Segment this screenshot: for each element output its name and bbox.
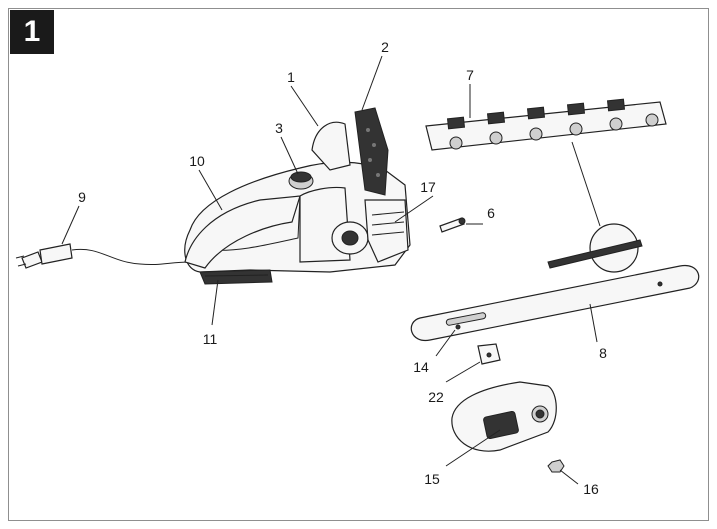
callout-9: 9 xyxy=(78,189,86,205)
figure-number-badge: 1 xyxy=(10,10,54,54)
callout-2: 2 xyxy=(381,39,389,55)
adjusting-pin xyxy=(439,217,466,233)
callout-3: 3 xyxy=(275,120,283,136)
leader-lines xyxy=(61,55,598,485)
guide-bar xyxy=(410,264,700,341)
power-cord xyxy=(15,243,191,269)
saw-chain xyxy=(425,98,667,151)
callout-14: 14 xyxy=(413,359,429,375)
callout-22: 22 xyxy=(428,389,444,405)
callout-15: 15 xyxy=(424,471,440,487)
figure-frame xyxy=(8,8,709,521)
hand-guard xyxy=(354,107,389,196)
callout-11: 11 xyxy=(203,331,218,347)
callout-8: 8 xyxy=(599,345,607,361)
tension-plate xyxy=(477,343,501,365)
cover-nut xyxy=(547,459,565,473)
chain-detail-magnifier xyxy=(547,141,643,273)
callout-7: 7 xyxy=(466,67,474,83)
sprocket-cover xyxy=(451,381,557,452)
callout-6: 6 xyxy=(487,205,495,221)
callout-10: 10 xyxy=(189,153,205,169)
callout-17: 17 xyxy=(420,179,436,195)
callout-16: 16 xyxy=(583,481,599,497)
callout-1: 1 xyxy=(287,69,295,85)
